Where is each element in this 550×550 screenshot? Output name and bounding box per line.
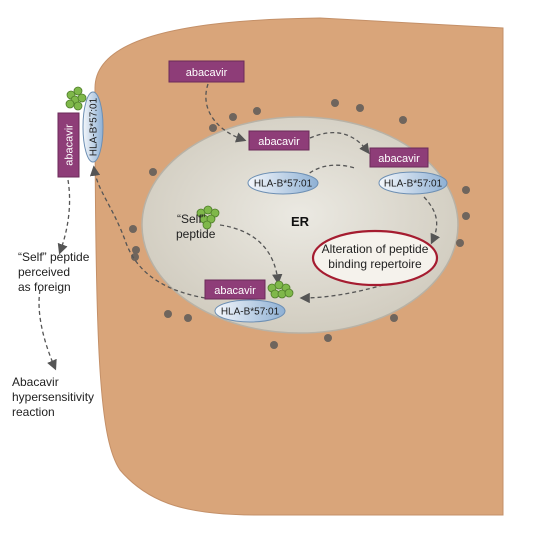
alteration-highlight-ring <box>311 229 439 287</box>
ribosome-dot <box>331 99 339 107</box>
ribosome-dot <box>390 314 398 322</box>
hla-label: HLA-B*57:01 <box>89 97 100 156</box>
reaction-label-line2: hypersensitivity <box>12 390 94 404</box>
hla-label: HLA-B*57:01 <box>221 307 280 318</box>
drug-box-er-1: abacavir <box>248 130 310 151</box>
drug-label: abacavir <box>64 124 76 166</box>
surface-peptide-cluster <box>65 86 87 111</box>
self-peptide-label-line2: peptide <box>176 227 216 241</box>
ribosome-dot <box>356 104 364 112</box>
drug-label: abacavir <box>378 153 420 165</box>
ribosome-dot <box>462 212 470 220</box>
foreign-label-line2: perceived <box>18 265 70 279</box>
self-peptide-cluster <box>196 205 220 230</box>
hla-molecule-2: HLA-B*57:01 <box>378 171 448 195</box>
ribosome-dot <box>399 116 407 124</box>
drug-box-complex: abacavir <box>204 279 266 300</box>
arrow-drug-enters-er <box>205 83 247 143</box>
foreign-label-line3: as foreign <box>18 280 71 294</box>
self-peptide-label-line1: “Self” <box>177 212 206 226</box>
arrow-hla-binding <box>299 164 356 184</box>
drug-box-surface: abacavir <box>57 112 80 178</box>
ribosome-dot <box>324 334 332 342</box>
ribosome-dots <box>129 99 470 349</box>
ribosome-dot <box>132 246 140 254</box>
er-label: ER <box>291 214 310 229</box>
foreign-label-line1: “Self” peptide <box>18 250 90 264</box>
ribosome-dot <box>462 186 470 194</box>
hla-molecule-1: HLA-B*57:01 <box>247 171 319 195</box>
reaction-label-line3: reaction <box>12 405 55 419</box>
reaction-label-line1: Abacavir <box>12 375 59 389</box>
ribosome-dot <box>129 225 137 233</box>
drug-box-er-2: abacavir <box>369 147 429 168</box>
alteration-label-line2: binding repertoire <box>328 257 422 271</box>
hla-label: HLA-B*57:01 <box>254 179 313 190</box>
ribosome-dot <box>131 253 139 261</box>
hla-molecule-surface: HLA-B*57:01 <box>82 91 104 163</box>
ribosome-dot <box>209 124 217 132</box>
ribosome-dot <box>270 341 278 349</box>
drug-box-incoming: abacavir <box>168 60 245 83</box>
ribosome-dot <box>164 310 172 318</box>
alteration-label-line1: Alteration of peptide <box>322 242 429 256</box>
drug-label: abacavir <box>214 285 256 297</box>
ribosome-dot <box>456 239 464 247</box>
arrow-to-reaction <box>38 289 57 371</box>
hla-label: HLA-B*57:01 <box>384 179 443 190</box>
ribosome-dot <box>253 107 261 115</box>
arrow-to-foreign <box>57 179 71 255</box>
hla-molecule-complex: HLA-B*57:01 <box>214 299 286 323</box>
arrow-self-peptide-to-complex <box>219 224 283 285</box>
ribosome-dot <box>149 168 157 176</box>
ribosome-dot <box>184 314 192 322</box>
drug-label: abacavir <box>258 136 300 148</box>
arrow-to-alteration <box>423 196 441 245</box>
arrow-drug-to-second-box <box>309 132 370 155</box>
ribosome-dot <box>229 113 237 121</box>
complex-peptide-cluster <box>267 280 294 299</box>
drug-label: abacavir <box>186 67 228 79</box>
